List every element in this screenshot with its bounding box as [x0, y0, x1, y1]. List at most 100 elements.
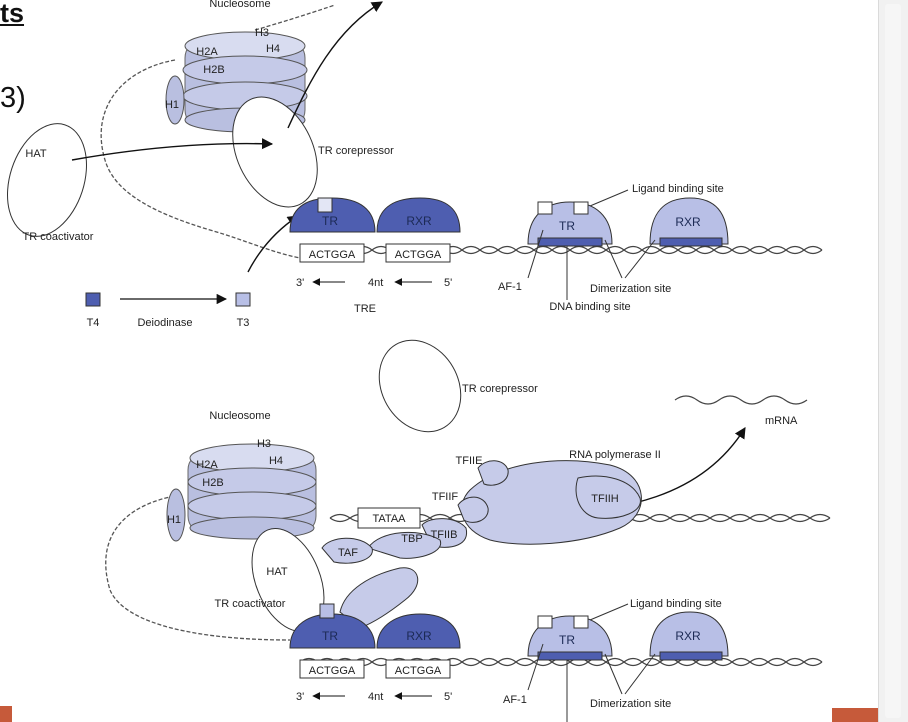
af1-bottom-label: AF-1 — [503, 694, 527, 706]
nucleosome-bottom — [166, 443, 317, 542]
coactivator-arrow — [71, 138, 274, 161]
histone-h3-label: H3 — [255, 27, 269, 39]
tfiib-label: TFIIB — [431, 529, 458, 541]
chromatin-loop-bottom — [105, 494, 291, 641]
ligand-binding-site-bottom-label: Ligand binding site — [630, 598, 722, 610]
rxr-detail-bottom-label: RXR — [675, 629, 701, 643]
chromatin-upper — [254, 4, 336, 31]
prime5-label: 5' — [444, 277, 452, 289]
rxr-detail-shape — [649, 197, 729, 245]
hat-label: HAT — [25, 148, 46, 160]
histone-h1-bottom-label: H1 — [167, 514, 181, 526]
rxr-protein-shape — [376, 197, 461, 233]
slide-text-fragment: 3) — [0, 82, 26, 114]
rxr-detail-label: RXR — [675, 215, 701, 229]
af1-bottom-leader — [527, 643, 544, 691]
released-corepressor-shape — [378, 339, 462, 433]
hat-bottom-label: HAT — [266, 566, 287, 578]
spacer-label: 4nt — [368, 277, 383, 289]
tataa-label: TATAA — [373, 513, 407, 525]
nucleosome-label: Nucleosome — [209, 0, 270, 10]
ligand-binding-site-label: Ligand binding site — [632, 183, 724, 195]
tfiih-shape — [575, 475, 641, 519]
mrna-strand — [674, 395, 808, 405]
top-panel: Nucleosome H3 H4 H2A H2B H1 HAT TR coact… — [7, 0, 823, 329]
tre-label: TRE — [354, 303, 376, 315]
thyroid-receptor-diagram: Nucleosome H3 H4 H2A H2B H1 HAT TR coact… — [7, 0, 831, 722]
ligand-pocket-a — [537, 201, 553, 215]
mrna-label: mRNA — [765, 415, 798, 427]
vertical-scrollbar[interactable] — [878, 0, 908, 722]
dimerization-leader-a — [604, 239, 623, 279]
histone-h1-label: H1 — [165, 99, 179, 111]
tr-detail-label: TR — [559, 219, 575, 233]
sequence-box-left-bottom — [299, 659, 365, 679]
dimerization-leader-b — [624, 239, 656, 279]
rna-polymerase-label: RNA polymerase II — [569, 449, 661, 461]
af1-label: AF-1 — [498, 281, 522, 293]
histone-h3-bottom-label: H3 — [257, 438, 271, 450]
tfiif-label: TFIIF — [432, 491, 459, 503]
t3-square — [235, 292, 251, 307]
t4-square — [85, 292, 101, 307]
tbp-shape — [367, 531, 442, 559]
chromatin-loop — [100, 59, 301, 259]
taf-shape — [321, 537, 373, 564]
sequence-right-label: ACTGGA — [395, 249, 442, 261]
tr-corepressor-label: TR corepressor — [318, 145, 394, 157]
rxr-detail-bottom-shape — [649, 611, 729, 657]
tfiie-shape — [477, 460, 509, 486]
t3-label: T3 — [237, 317, 250, 329]
tr-detail-bottom-label: TR — [559, 633, 575, 647]
sequence-left-bottom-label: ACTGGA — [309, 665, 356, 677]
deiodinase-label: Deiodinase — [137, 317, 192, 329]
tfiif-shape — [457, 496, 489, 523]
histone-h2b-label: H2B — [203, 64, 224, 76]
dna-binding-site-label: DNA binding site — [549, 301, 630, 313]
histone-h2a-label: H2A — [196, 46, 218, 58]
tr-dna-binding-domain — [537, 237, 603, 247]
tr-corepressor-shape — [232, 96, 318, 208]
af1-leader — [527, 229, 544, 279]
tr-bottom-label: TR — [322, 629, 338, 643]
tbp-label: TBP — [401, 533, 422, 545]
ligand-pocket-b — [573, 201, 589, 215]
sequence-right-bottom-label: ACTGGA — [395, 665, 442, 677]
slide-accent-bar-right — [832, 708, 878, 722]
tr-coactivator-label: TR coactivator — [23, 231, 94, 243]
hat-coactivator-shape — [7, 123, 87, 237]
dimerization-site-bottom-label: Dimerization site — [590, 698, 671, 710]
dimerization-site-label: Dimerization site — [590, 283, 671, 295]
t4-label: T4 — [87, 317, 100, 329]
scrollbar-thumb[interactable] — [885, 4, 901, 718]
tfiih-label: TFIIH — [591, 493, 619, 505]
prime5-bottom-label: 5' — [444, 691, 452, 703]
tfiie-label: TFIIE — [456, 455, 483, 467]
histone-h2b-bottom-label: H2B — [202, 477, 223, 489]
rxr-label: RXR — [406, 214, 432, 228]
prime3-label: 3' — [296, 277, 304, 289]
t3-bound-square — [319, 603, 335, 619]
sequence-box-left — [299, 243, 365, 263]
sequence-box-right-bottom — [385, 659, 451, 679]
ligand-site-leader — [589, 189, 629, 207]
ligand-pocket-bottom-b — [573, 615, 589, 629]
slide-accent-bar-left — [0, 706, 12, 722]
corepressor-release-arrow — [287, 1, 383, 129]
tr-coactivator-bottom-label: TR coactivator — [215, 598, 286, 610]
nucleosome-bottom-label: Nucleosome — [209, 410, 270, 422]
tataa-box — [357, 507, 421, 529]
tr-label: TR — [322, 214, 338, 228]
slide-canvas: ts 3) Nucleosome H3 H4 — [0, 0, 878, 722]
histone-h2a-bottom-label: H2A — [196, 459, 218, 471]
ligand-pocket-bottom-a — [537, 615, 553, 629]
sequence-box-right — [385, 243, 451, 263]
rxr-dna-binding-domain-bottom — [659, 651, 723, 661]
rxr-bottom-label: RXR — [406, 629, 432, 643]
ligand-site-bottom-leader — [589, 603, 629, 621]
mediator-connector-shape — [339, 567, 419, 629]
taf-label: TAF — [338, 547, 358, 559]
histone-h4-label: H4 — [266, 43, 280, 55]
tr-dna-binding-domain-bottom — [537, 651, 603, 661]
bottom-panel: TR corepressor mRNA Nucleosome H3 H4 H2A… — [105, 339, 831, 722]
